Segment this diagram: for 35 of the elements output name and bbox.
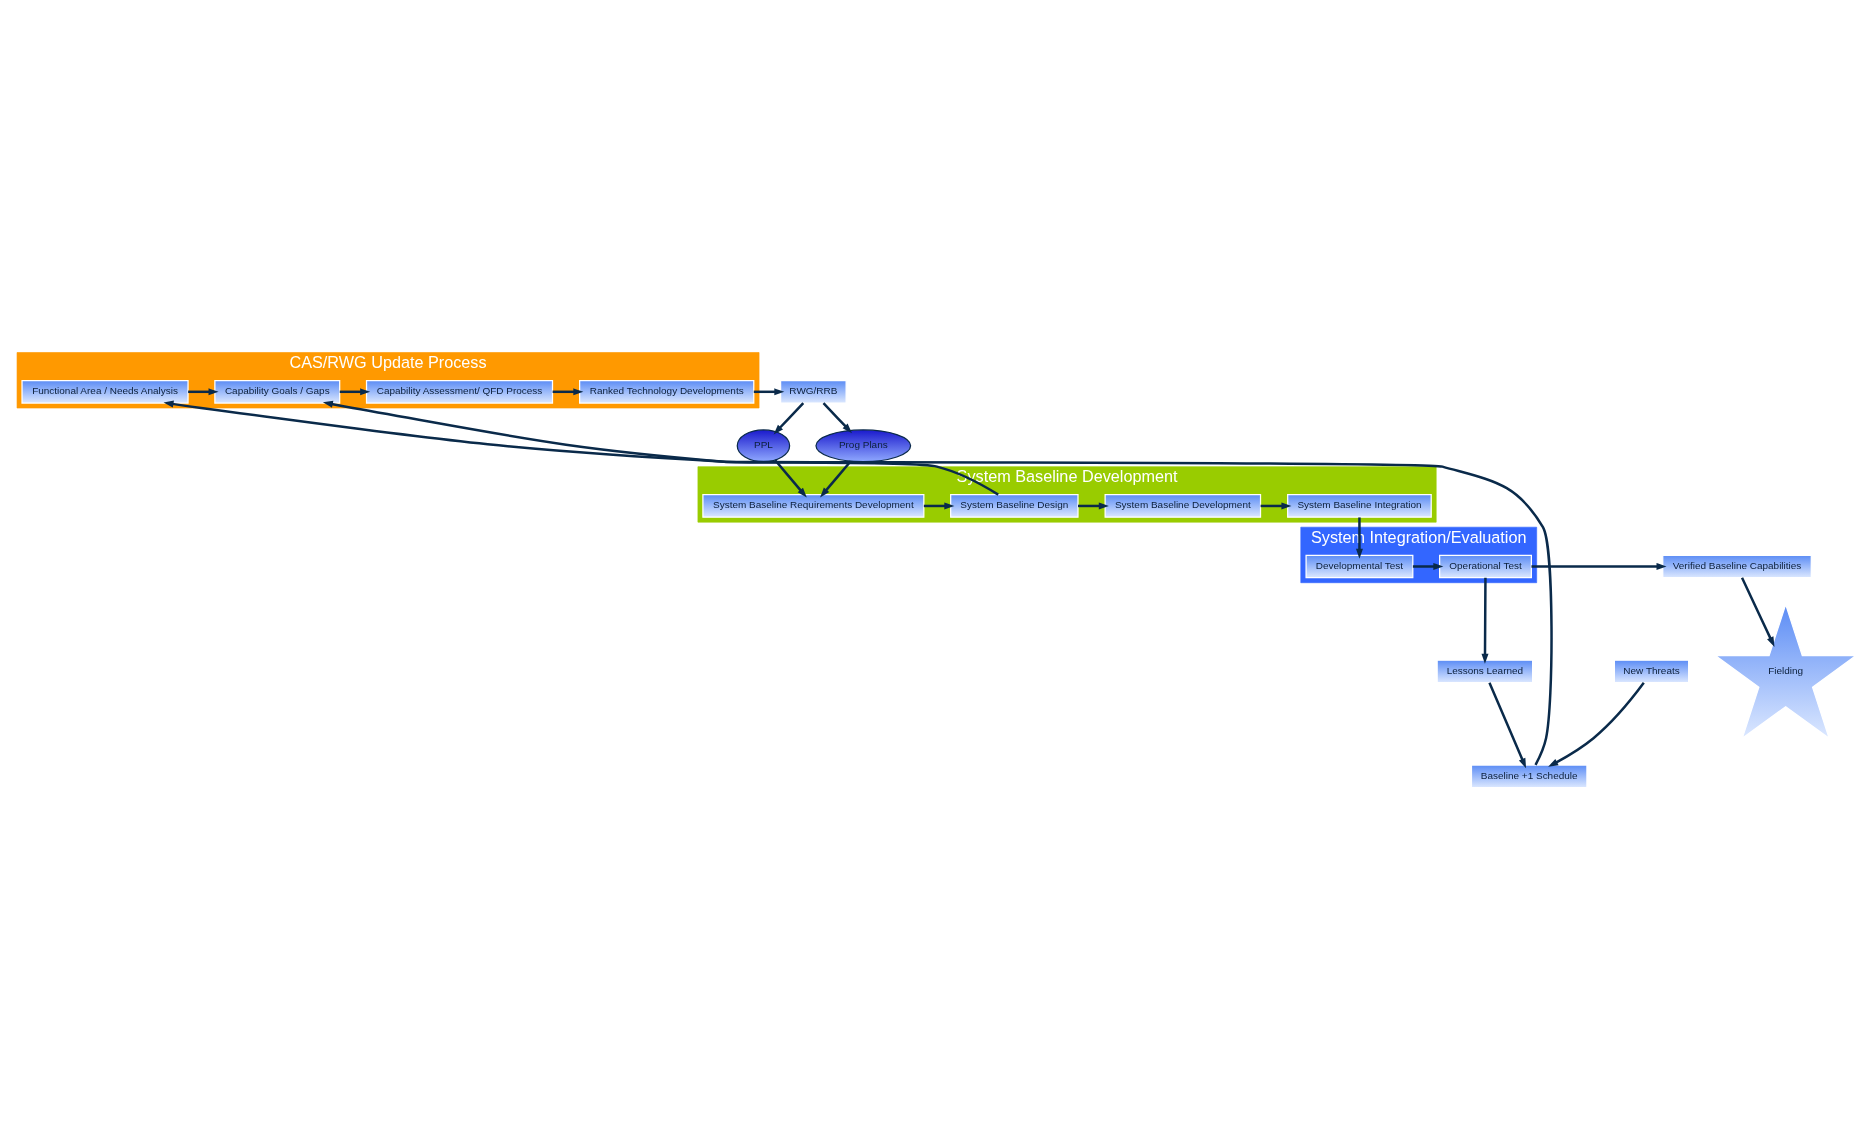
- arrow: [163, 400, 1553, 765]
- arrow: [1531, 562, 1667, 570]
- arrow: [774, 458, 807, 498]
- node-box: System Baseline Development: [1104, 493, 1262, 518]
- arrow: [773, 401, 805, 434]
- arrow: [1488, 681, 1527, 768]
- node-box: New Threats: [1613, 659, 1690, 683]
- node-box: System Baseline Integration: [1287, 493, 1432, 518]
- node-box: Capability Assessment/ QFD Process: [365, 379, 554, 404]
- node-box: Developmental Test: [1305, 554, 1414, 578]
- node-box: System Baseline Requirements Development: [702, 493, 925, 518]
- node-box: Verified Baseline Capabilities: [1662, 554, 1812, 578]
- arrow: [1412, 562, 1444, 570]
- arrow: [1740, 576, 1775, 647]
- arrow: [552, 387, 584, 395]
- arrow: [1078, 501, 1109, 509]
- node-ellipse: PPL: [736, 428, 791, 462]
- arrow: [339, 387, 371, 395]
- arrow: [753, 387, 785, 395]
- arrow: [822, 401, 852, 433]
- node-box: RWG/RRB: [780, 379, 847, 404]
- node-box: Operational Test: [1439, 554, 1532, 578]
- arrow: [188, 387, 219, 395]
- arrow: [1481, 577, 1489, 664]
- node-box: Functional Area / Needs Analysis: [21, 379, 189, 404]
- arrow: [1260, 501, 1292, 509]
- node-ellipse: Prog Plans: [815, 428, 912, 462]
- node-box: Capability Goals / Gaps: [214, 379, 341, 404]
- node-box: Lessons Learned: [1436, 659, 1534, 683]
- arrow: [923, 501, 955, 509]
- node-box: Ranked Technology Developments: [579, 379, 755, 404]
- node-box: System Baseline Design: [950, 493, 1079, 518]
- arrow: [1548, 681, 1645, 767]
- node-box: Baseline +1 Schedule: [1470, 763, 1588, 788]
- arrow: [322, 400, 999, 496]
